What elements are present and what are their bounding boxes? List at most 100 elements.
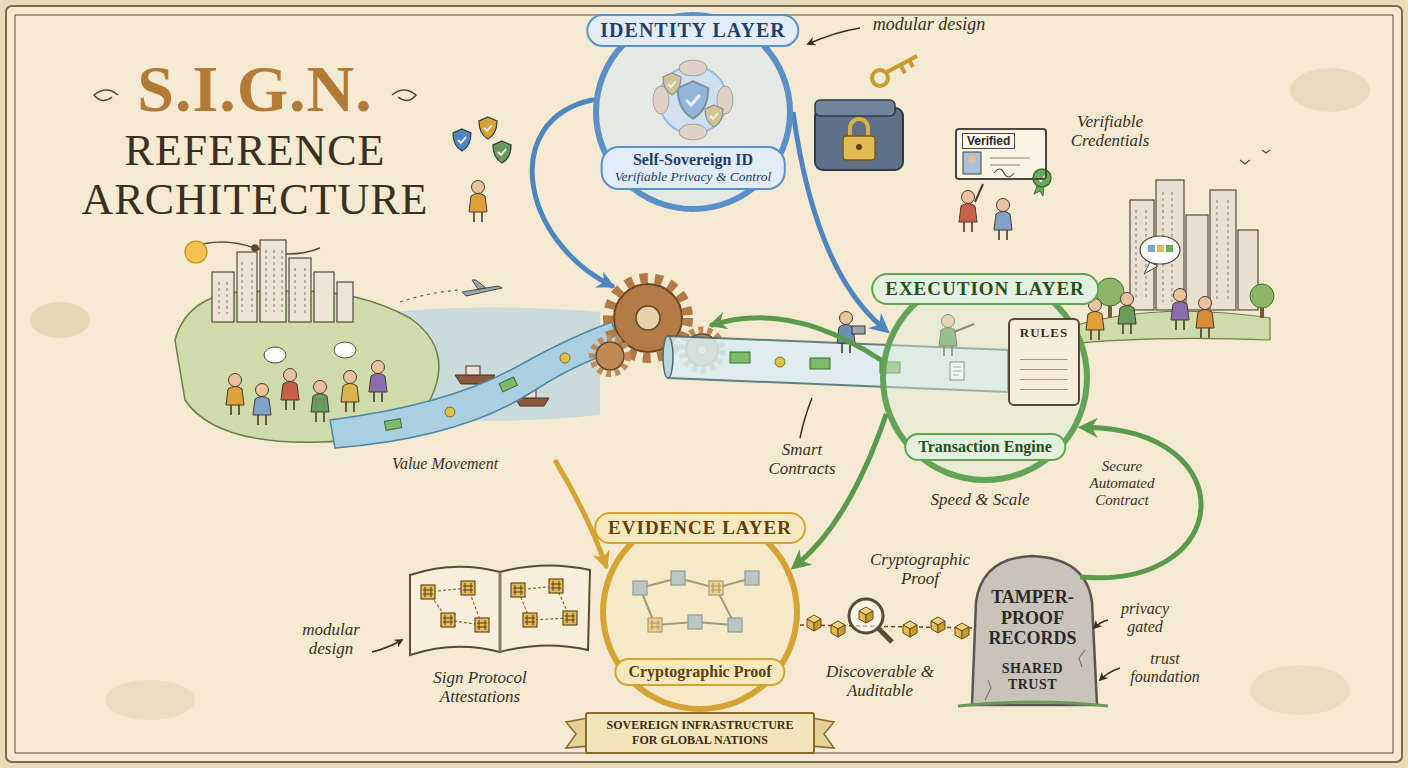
attestation-book — [511, 583, 525, 597]
value-pipe — [663, 336, 673, 378]
right-city — [1157, 245, 1164, 252]
right-city — [1148, 245, 1155, 252]
shield-person — [453, 117, 511, 222]
attestation-book — [563, 611, 577, 625]
verified-tag: Verified — [962, 133, 1015, 149]
credential-card-art — [959, 191, 977, 233]
layer-subtitle-band: Cryptographic Proof — [614, 658, 785, 686]
left-city — [369, 361, 387, 403]
left-city — [212, 272, 234, 322]
banner-text: SOVEREIGN INFRASTRUCTURE FOR GLOBAL NATI… — [595, 718, 805, 748]
value-flow — [330, 322, 620, 448]
scroll-title: RULES — [1010, 325, 1078, 341]
parchment — [30, 302, 90, 338]
flow-connector — [793, 112, 882, 327]
annotation-label: Sign Protocol Attestations — [405, 668, 555, 706]
proof-chain — [903, 621, 917, 637]
evidence-layer-circle: EVIDENCE LAYER Cryptographic Proof — [600, 512, 800, 712]
right-city — [1240, 150, 1270, 164]
credential-card-art — [1038, 175, 1046, 181]
wallet — [856, 144, 862, 150]
credential-card-art — [955, 128, 1047, 180]
left-city — [466, 366, 480, 375]
layer-heading: EVIDENCE LAYER — [608, 517, 792, 539]
left-city — [264, 347, 286, 363]
leader-lines — [808, 28, 860, 44]
parchment — [105, 680, 195, 720]
right-city — [1086, 299, 1104, 341]
right-city — [1136, 192, 1228, 302]
right-city — [1166, 245, 1173, 252]
proof-chain — [955, 623, 969, 639]
right-city — [1171, 289, 1189, 331]
credential-card-art — [990, 158, 1030, 165]
right-city — [1186, 215, 1208, 310]
left-city — [281, 369, 299, 411]
left-city — [219, 250, 305, 314]
left-city — [314, 272, 334, 322]
title-flourish — [392, 90, 416, 101]
tamper-proof-stone: TAMPER-PROOF RECORDSSHARED TRUST — [965, 555, 1100, 705]
proof-chain — [931, 617, 945, 633]
proof-chain — [878, 628, 892, 642]
layer-subtitle-band: Self-Sovereign IDVerifiable Privacy & Co… — [601, 146, 786, 190]
diagram-title: S.I.G.N. REFERENCE ARCHITECTURE — [60, 52, 450, 224]
credential-card-art — [975, 184, 983, 202]
annotation-label: Value Movement — [380, 455, 510, 473]
right-city — [1210, 190, 1236, 310]
rules-scroll: RULES — [1008, 318, 1080, 406]
layer-subtitle: Self-Sovereign ID — [615, 151, 772, 169]
proof-chain — [800, 625, 975, 628]
wallet — [850, 119, 868, 138]
annotation-label: Smart Contracts — [760, 440, 844, 478]
wallet — [887, 56, 917, 73]
attestation-book — [549, 579, 563, 593]
left-city — [212, 240, 353, 322]
shield-person — [493, 141, 511, 163]
annotation-label: Verifiable Credentials — [1058, 112, 1162, 150]
identity-layer-circle: IDENTITY LAYERSelf-Sovereign IDVerifiabl… — [593, 12, 793, 212]
value-flow — [330, 322, 620, 448]
layer-heading-band: IDENTITY LAYER — [586, 14, 799, 47]
value-pipe — [810, 358, 830, 369]
attestation-book — [441, 613, 455, 627]
credential-card-art — [968, 155, 976, 163]
right-city — [1250, 284, 1274, 308]
left-city — [334, 342, 356, 358]
layer-subtitle-band: Transaction Engine — [904, 433, 1066, 461]
credential-card-art — [1033, 169, 1051, 187]
gears — [636, 306, 660, 330]
right-city — [1130, 180, 1258, 310]
annotation-label: modular design — [288, 620, 374, 658]
layer-subtitle: Verifiable Privacy & Control — [615, 169, 772, 185]
flow-arrows — [712, 318, 881, 360]
left-city — [311, 381, 329, 423]
right-city — [1196, 297, 1214, 339]
right-city — [1060, 150, 1274, 345]
right-city — [1118, 293, 1136, 335]
annotation-label: Discoverable & Auditable — [818, 662, 942, 700]
credential-card-art — [955, 128, 1051, 240]
parchment — [1250, 665, 1350, 715]
attestation-book — [475, 618, 489, 632]
layer-subtitle: Cryptographic Proof — [628, 663, 771, 681]
wallet — [815, 108, 903, 170]
layer-heading-band: EVIDENCE LAYER — [594, 512, 806, 544]
credential-card: Verified — [955, 128, 1047, 180]
left-city — [237, 252, 257, 322]
wallet — [815, 100, 895, 116]
left-city — [185, 241, 207, 263]
credential-card-art — [994, 199, 1012, 241]
parchment — [6, 6, 1402, 762]
layer-heading-band: EXECUTION LAYER — [871, 273, 1099, 305]
proof-chain — [800, 599, 975, 642]
left-city — [337, 282, 353, 322]
value-flow — [560, 353, 570, 363]
gears — [596, 342, 624, 370]
wallet — [843, 136, 875, 160]
flow-arrows — [556, 462, 606, 566]
left-city — [341, 371, 359, 413]
value-pipe — [775, 357, 785, 367]
